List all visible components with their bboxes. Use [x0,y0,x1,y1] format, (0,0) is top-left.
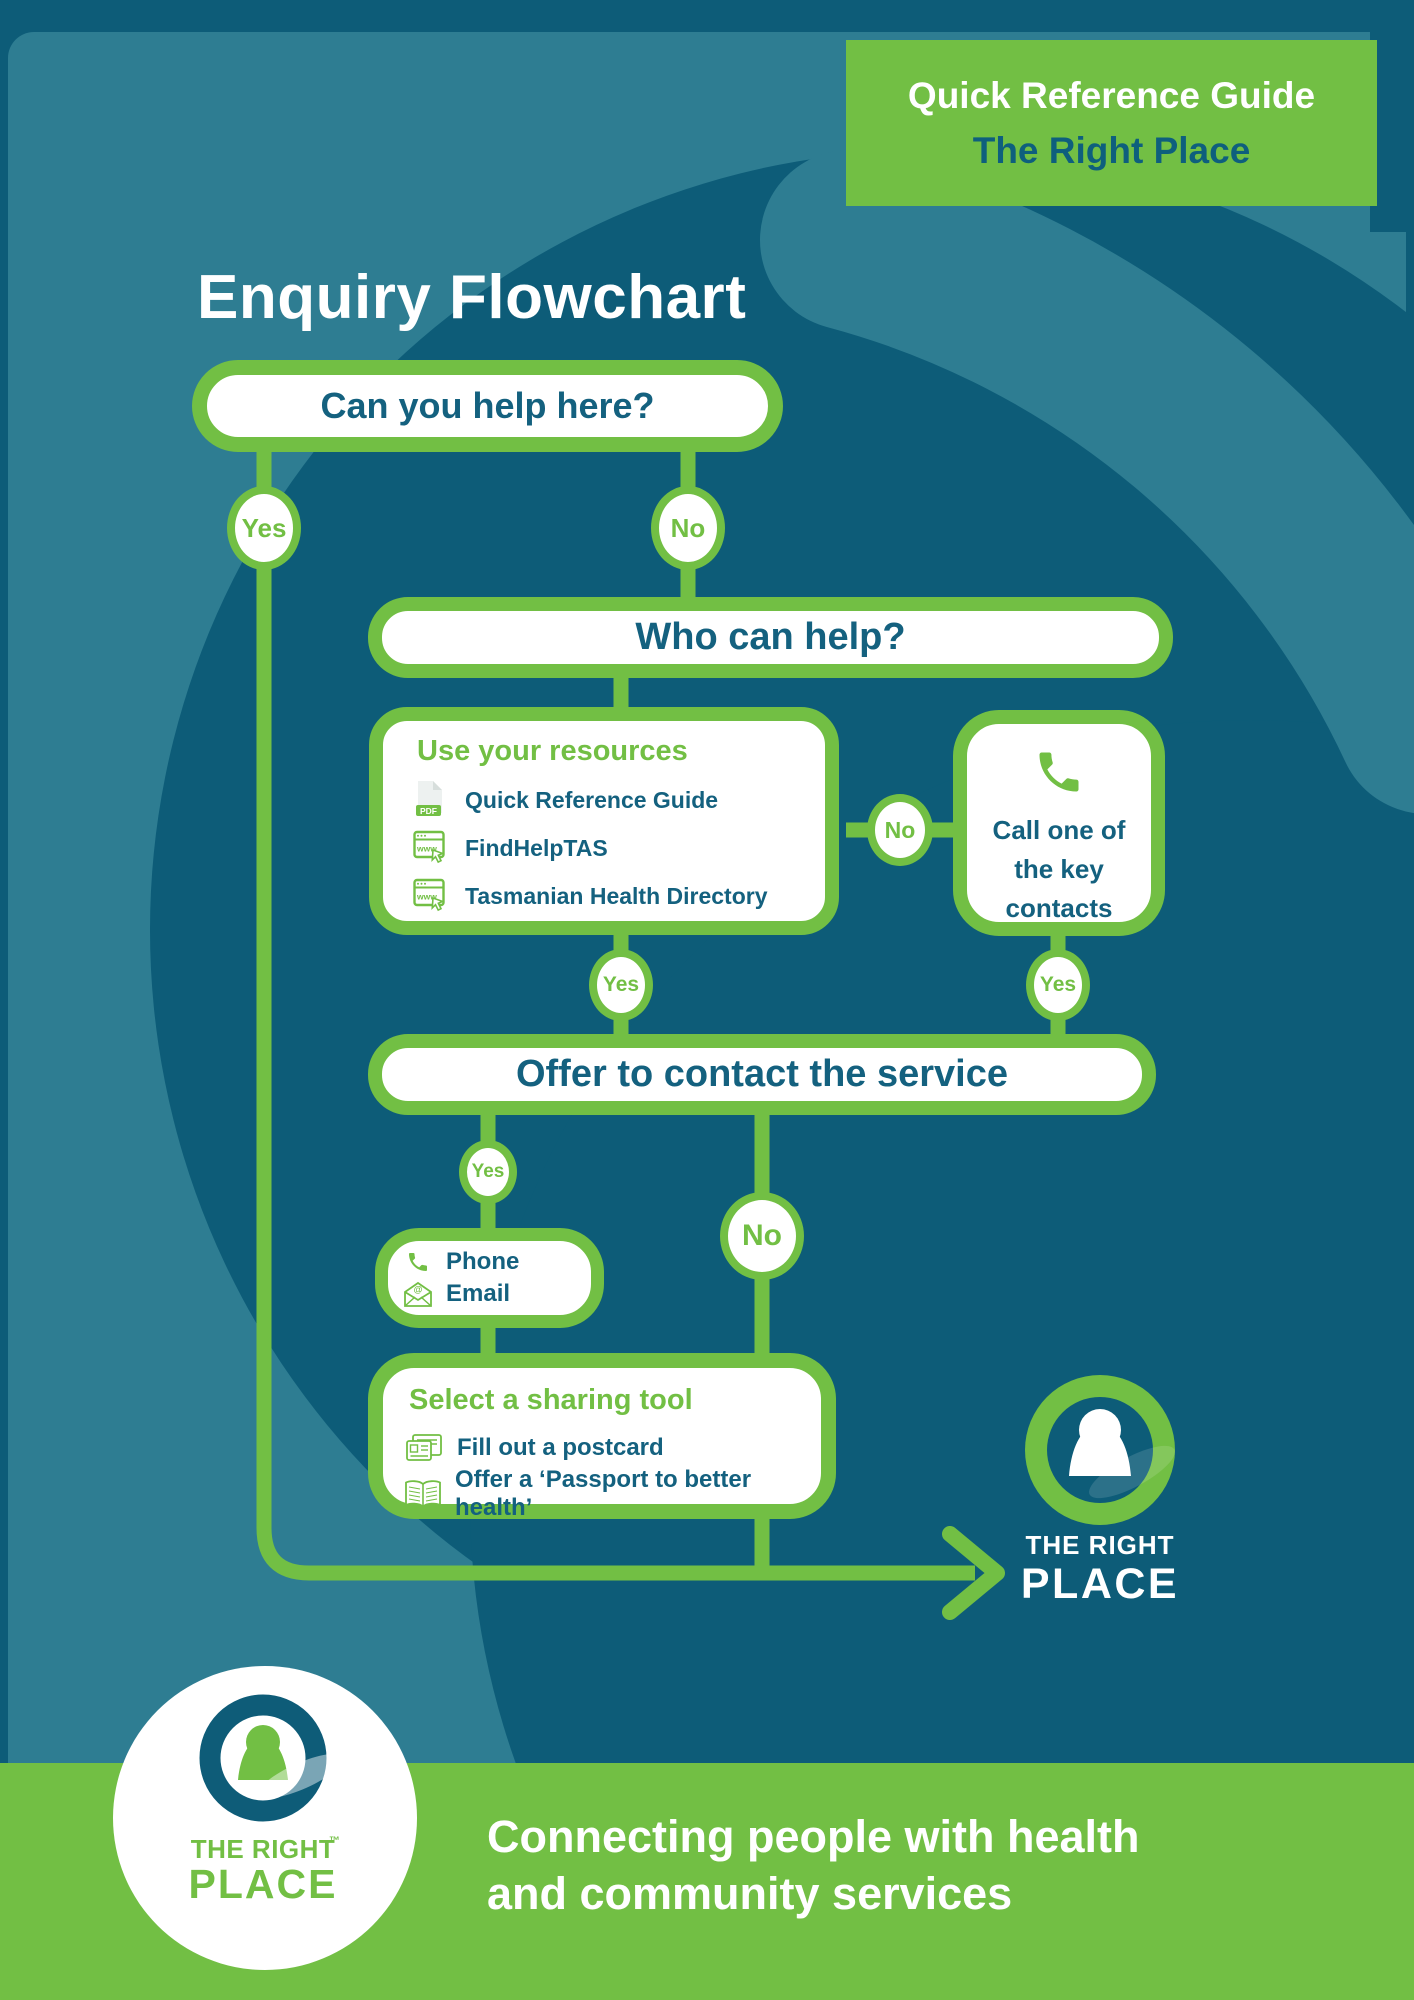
resource-label: Quick Reference Guide [465,786,719,813]
decision-label: Yes [471,1161,505,1182]
badge-subtitle: The Right Place [972,130,1251,171]
list-item-postcard: Fill out a postcard [403,1425,815,1471]
footer-tagline-line2: and community services [487,1868,1013,1920]
postcard-icon [403,1433,445,1463]
flow-box-offer-to-contact: Offer to contact the service [368,1034,1156,1115]
footer-logo-line2: PLACE [189,1861,338,1907]
decision-label: Yes [602,973,640,996]
flow-box-offer-to-contact-label: Offer to contact the service [515,1053,1009,1095]
logo-line1: THE RIGHT [1025,1530,1174,1560]
flow-box-sharing-tool: Select a sharing tool Fill out a postcar… [368,1353,836,1521]
decision-node-yes: Yes [227,486,301,570]
decision-node-no: No [867,794,933,866]
pdf-document-icon: PDF [411,781,447,819]
page-title: Enquiry Flowchart [197,263,747,332]
list-item-findhelptas: www FindHelpTAS [411,824,817,872]
footer-logo-line1: THE RIGHT [191,1834,336,1864]
sharing-item-label: Offer a ‘Passport to better health’ [455,1466,752,1521]
footer-tagline-line1: Connecting people with health [487,1811,1140,1862]
resources-heading: Use your resources [417,735,688,767]
open-book-icon [403,1479,443,1509]
decision-label: No [884,816,916,843]
decision-label: No [742,1219,782,1252]
flow-box-call-key-contacts: Call one of the key contacts [953,710,1165,936]
the-right-place-logo: THE RIGHT PLACE [1021,1375,1179,1608]
decision-node-yes: Yes [589,949,653,1021]
resource-label: FindHelpTAS [465,834,608,861]
contact-method-label: Phone [446,1248,520,1275]
sharing-heading: Select a sharing tool [409,1384,693,1416]
svg-text:PDF: PDF [420,806,437,816]
list-item-email: @ Email [400,1278,591,1310]
flow-box-call-key-contacts-label: Call one of the key contacts [992,815,1126,923]
flow-box-who-can-help-label: Who can help? [635,616,906,658]
web-browser-icon: www [411,878,447,915]
decision-node-no: No [720,1192,804,1280]
logo-line2: PLACE [1021,1560,1179,1608]
phone-icon [1033,746,1085,803]
list-item-phone: Phone [400,1246,591,1278]
person-ring-icon [199,1694,344,1822]
header-badge: Quick Reference Guide The Right Place [846,40,1377,206]
phone-icon [400,1250,436,1274]
flow-box-use-your-resources: Use your resources PDF Quick Reference G… [369,707,839,935]
connector-yes-main [256,445,975,1581]
email-icon: @ [400,1281,436,1308]
contact-method-label: Email [446,1280,511,1307]
decision-label: Yes [241,512,287,543]
decision-node-yes: Yes [459,1140,517,1204]
flow-box-can-you-help: Can you help here? [192,360,783,452]
list-item-passport: Offer a ‘Passport to better health’ [403,1466,815,1521]
flow-box-can-you-help-label: Can you help here? [320,385,655,426]
flow-box-contact-methods: Phone @ Email [375,1228,604,1328]
decision-label: No [670,512,706,543]
resource-label: Tasmanian Health Directory [465,882,768,909]
sharing-item-label: Fill out a postcard [457,1434,664,1461]
decision-label: Yes [1039,973,1077,996]
svg-text:@: @ [414,1284,423,1294]
the-right-place-footer-logo: THE RIGHT ™ PLACE [113,1666,417,1970]
trademark-symbol: ™ [329,1835,340,1847]
flow-box-who-can-help: Who can help? [368,597,1173,678]
list-item-quick-reference-guide: PDF Quick Reference Guide [411,776,817,824]
list-item-tasmanian-health-directory: www Tasmanian Health Directory [411,872,817,920]
web-browser-icon: www [411,830,447,867]
footer-tagline: Connecting people with health and commun… [487,1808,1140,1922]
svg-text:www: www [416,891,437,901]
arrow-head-icon [942,1526,1005,1620]
badge-title: Quick Reference Guide [907,74,1316,116]
person-circle-icon [1025,1375,1175,1525]
decision-node-no: No [651,486,725,570]
svg-text:www: www [416,843,437,853]
decision-node-yes: Yes [1026,949,1090,1021]
